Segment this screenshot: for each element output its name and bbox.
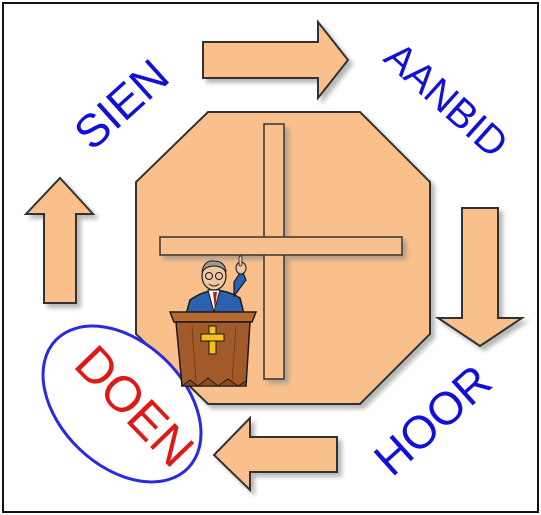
- pulpit-icon: [170, 312, 256, 386]
